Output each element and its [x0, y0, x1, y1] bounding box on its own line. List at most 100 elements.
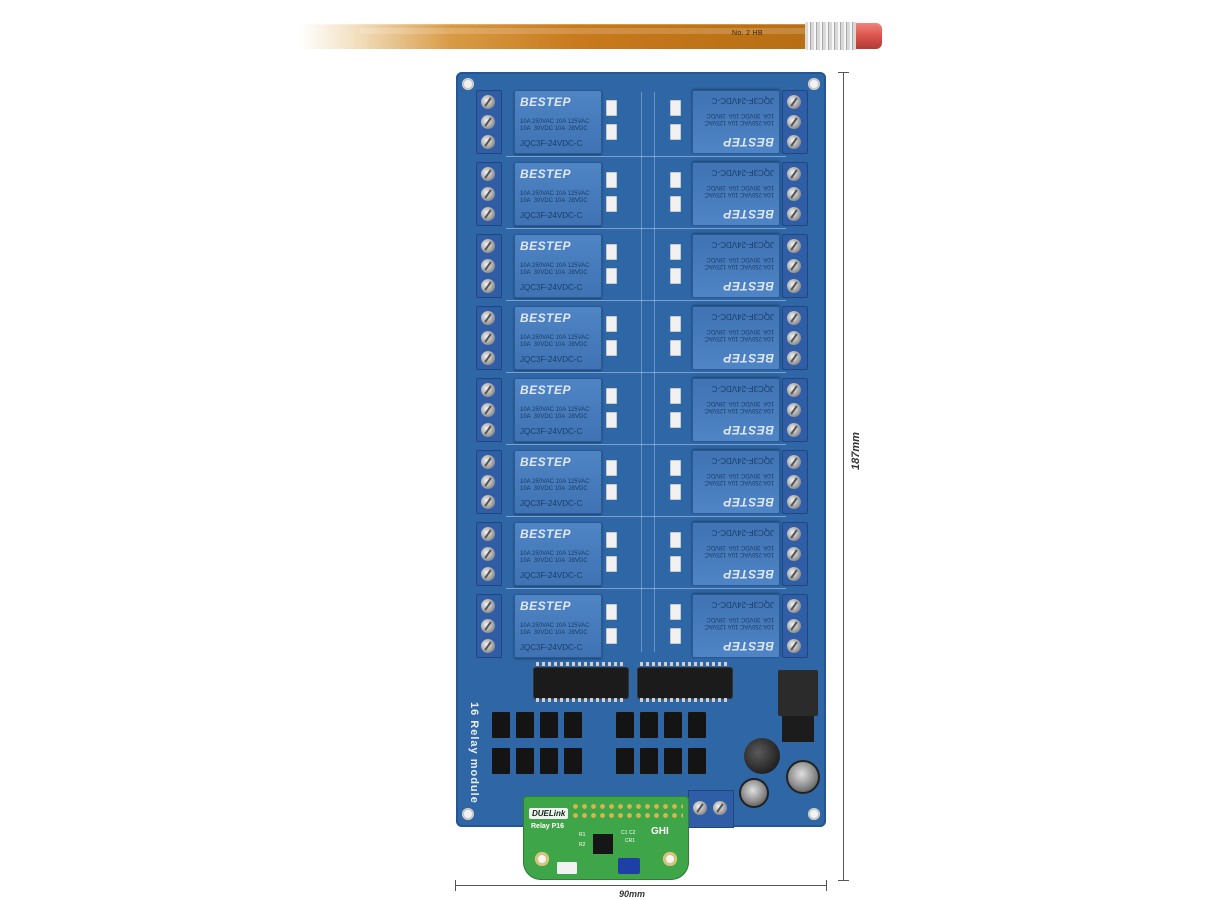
- terminal-screw: [481, 475, 495, 489]
- optocoupler: [664, 712, 682, 738]
- relay-spec: 10A 250VAC 10A 125VAC 10A 30VDC 10A 28VD…: [704, 544, 775, 557]
- terminal-screw: [481, 547, 495, 561]
- relay-model: JQC3F-24VDC-C: [520, 283, 583, 292]
- terminal-screw: [787, 259, 801, 273]
- height-dimension-label: 187mm: [850, 432, 862, 470]
- smd-component: [670, 340, 681, 356]
- connector-white: [557, 862, 577, 874]
- relay-spec: 10A 250VAC 10A 125VAC 10A 30VDC 10A 28VD…: [704, 616, 775, 629]
- relay-brand: BESTEP: [722, 567, 774, 581]
- height-dimension-line: [843, 72, 844, 880]
- terminal-screw: [787, 527, 801, 541]
- terminal-screw: [787, 311, 801, 325]
- terminal-screw: [787, 423, 801, 437]
- optocoupler: [688, 748, 706, 774]
- relay: BESTEP 10A 250VAC 10A 125VAC 10A 30VDC 10…: [692, 522, 780, 586]
- screw-terminal: [782, 450, 808, 514]
- relay-brand: BESTEP: [520, 383, 572, 397]
- screw-terminal: [476, 522, 502, 586]
- relay-spec: 10A 250VAC 10A 125VAC 10A 30VDC 10A 28VD…: [520, 191, 590, 204]
- smd-component: [606, 172, 617, 188]
- terminal-screw: [481, 207, 495, 221]
- relay: BESTEP 10A 250VAC 10A 125VAC 10A 30VDC 10…: [514, 378, 602, 442]
- electrolytic-capacitor: [739, 778, 769, 808]
- regulator-tab: [782, 716, 814, 742]
- adapter-name: Relay P16: [531, 823, 565, 830]
- dimension-tick: [838, 880, 849, 881]
- relay-brand: BESTEP: [520, 455, 572, 469]
- relay-model: JQC3F-24VDC-C: [711, 312, 774, 321]
- trace: [654, 92, 655, 652]
- screw-terminal: [782, 234, 808, 298]
- terminal-screw: [481, 423, 495, 437]
- terminal-screw: [481, 567, 495, 581]
- terminal-screw: [481, 187, 495, 201]
- pencil-body: [300, 24, 805, 49]
- relay-brand: BESTEP: [722, 279, 774, 293]
- terminal-screw: [787, 567, 801, 581]
- terminal-screw: [787, 331, 801, 345]
- component-label: C1: [621, 830, 628, 836]
- relay-brand: BESTEP: [722, 351, 774, 365]
- relay-model: JQC3F-24VDC-C: [520, 643, 583, 652]
- optocoupler: [540, 748, 558, 774]
- terminal-screw: [787, 619, 801, 633]
- row-divider: [506, 588, 786, 589]
- relay-brand: BESTEP: [520, 311, 572, 325]
- terminal-screw: [693, 801, 707, 815]
- terminal-screw: [481, 115, 495, 129]
- smd-component: [670, 604, 681, 620]
- smd-component: [606, 460, 617, 476]
- screw-terminal: [782, 378, 808, 442]
- ic-pins: [640, 698, 730, 702]
- relay-brand: BESTEP: [722, 135, 774, 149]
- connector-blue: [618, 858, 640, 874]
- inductor: [744, 738, 780, 774]
- terminal-screw: [713, 801, 727, 815]
- relay-model: JQC3F-24VDC-C: [711, 168, 774, 177]
- row-divider: [506, 516, 786, 517]
- row-divider: [506, 444, 786, 445]
- screw-terminal: [476, 162, 502, 226]
- relay-model: JQC3F-24VDC-C: [520, 427, 583, 436]
- relay: BESTEP 10A 250VAC 10A 125VAC 10A 30VDC 10…: [692, 90, 780, 154]
- terminal-screw: [787, 351, 801, 365]
- optocoupler: [540, 712, 558, 738]
- terminal-screw: [787, 95, 801, 109]
- relay-spec: 10A 250VAC 10A 125VAC 10A 30VDC 10A 28VD…: [520, 551, 590, 564]
- relay-brand: BESTEP: [520, 527, 572, 541]
- terminal-screw: [481, 495, 495, 509]
- screw-terminal: [476, 594, 502, 658]
- duelink-logo: DUELink: [529, 808, 569, 819]
- terminal-screw: [481, 639, 495, 653]
- optocoupler: [664, 748, 682, 774]
- terminal-screw: [481, 311, 495, 325]
- pencil-eraser: [856, 23, 882, 49]
- power-terminal: [688, 790, 734, 828]
- relay-model: JQC3F-24VDC-C: [520, 499, 583, 508]
- relay-spec: 10A 250VAC 10A 125VAC 10A 30VDC 10A 28VD…: [520, 407, 590, 420]
- smd-component: [670, 196, 681, 212]
- smd-component: [670, 268, 681, 284]
- optocoupler: [640, 748, 658, 774]
- screw-terminal: [476, 234, 502, 298]
- relay-model: JQC3F-24VDC-C: [711, 96, 774, 105]
- smd-component: [670, 388, 681, 404]
- screw-terminal: [476, 378, 502, 442]
- terminal-screw: [481, 279, 495, 293]
- dimension-tick: [826, 880, 827, 891]
- row-divider: [506, 300, 786, 301]
- terminal-screw: [787, 187, 801, 201]
- relay-brand: BESTEP: [520, 239, 572, 253]
- driver-ic: [638, 668, 732, 698]
- screw-terminal: [782, 594, 808, 658]
- relay-spec: 10A 250VAC 10A 125VAC 10A 30VDC 10A 28VD…: [704, 112, 775, 125]
- mounting-hole: [462, 78, 474, 90]
- optocoupler: [640, 712, 658, 738]
- terminal-screw: [481, 383, 495, 397]
- ic-pins: [536, 698, 626, 702]
